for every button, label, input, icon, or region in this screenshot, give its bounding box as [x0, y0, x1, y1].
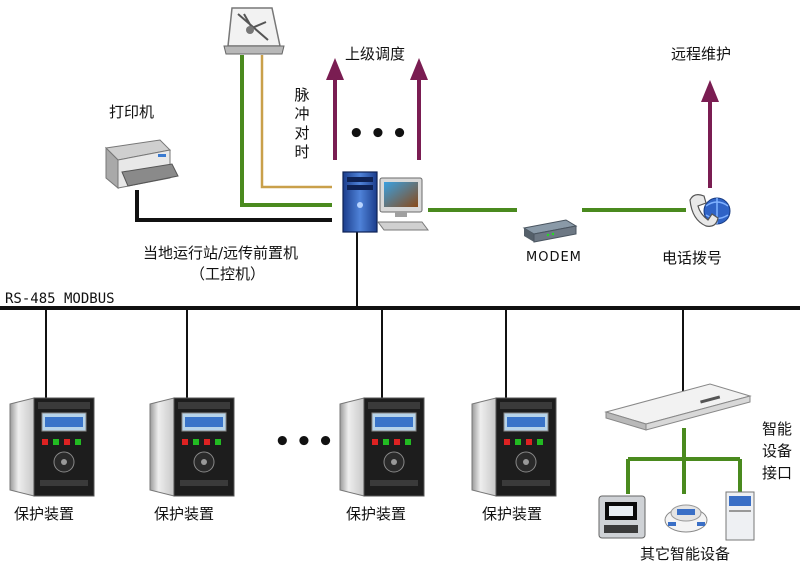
other-devices-label: 其它智能设备	[640, 545, 731, 563]
modem-icon	[522, 219, 578, 243]
bus-label: RS-485 MODBUS	[5, 291, 115, 307]
arrow-remote-maintenance	[701, 80, 719, 188]
industrial-pc-icon	[342, 171, 429, 233]
phone-dial-label: 电话拨号	[662, 249, 723, 267]
link-lines	[0, 55, 800, 494]
protection-label-1: 保护装置	[14, 505, 75, 523]
printer-icon	[104, 139, 179, 190]
arrow-upper-dispatch-1	[326, 58, 344, 160]
plotter-icon	[223, 7, 285, 55]
ellipsis-upper: •••	[348, 119, 413, 149]
protection-label-3: 保护装置	[346, 505, 407, 523]
upward-arrows	[326, 58, 719, 188]
protection-label-4: 保护装置	[482, 505, 543, 523]
printer-link	[135, 190, 332, 222]
protection-devices	[9, 397, 557, 497]
protection-label-2: 保护装置	[154, 505, 215, 523]
other-device-ups-icon	[725, 491, 755, 541]
other-device-module-icon	[664, 504, 708, 533]
protection-device-icon-3	[339, 397, 425, 497]
modem-label: MODEM	[526, 250, 582, 265]
smart-interface-icon	[604, 383, 752, 431]
ellipsis-devices: •••	[274, 427, 339, 457]
protection-device-icon-2	[149, 397, 235, 497]
plotter-link-green	[240, 55, 332, 207]
printer-label: 打印机	[109, 103, 155, 121]
smart-interface-label: 智能设备接口	[762, 420, 793, 482]
other-device-meter-icon	[598, 495, 646, 539]
station-label-line2: （工控机）	[190, 265, 266, 283]
remote-maintenance-label: 远程维护	[671, 45, 732, 63]
pulse-sync-label: 脉冲对时	[294, 86, 310, 161]
phone-globe-icon	[689, 194, 731, 227]
protection-device-icon-4	[471, 397, 557, 497]
protection-device-icon-1	[9, 397, 95, 497]
pulse-sync-link	[260, 55, 332, 189]
arrow-upper-dispatch-2	[410, 58, 428, 160]
upper-dispatch-label: 上级调度	[345, 45, 406, 63]
station-label-line1: 当地运行站/远传前置机	[143, 244, 299, 262]
